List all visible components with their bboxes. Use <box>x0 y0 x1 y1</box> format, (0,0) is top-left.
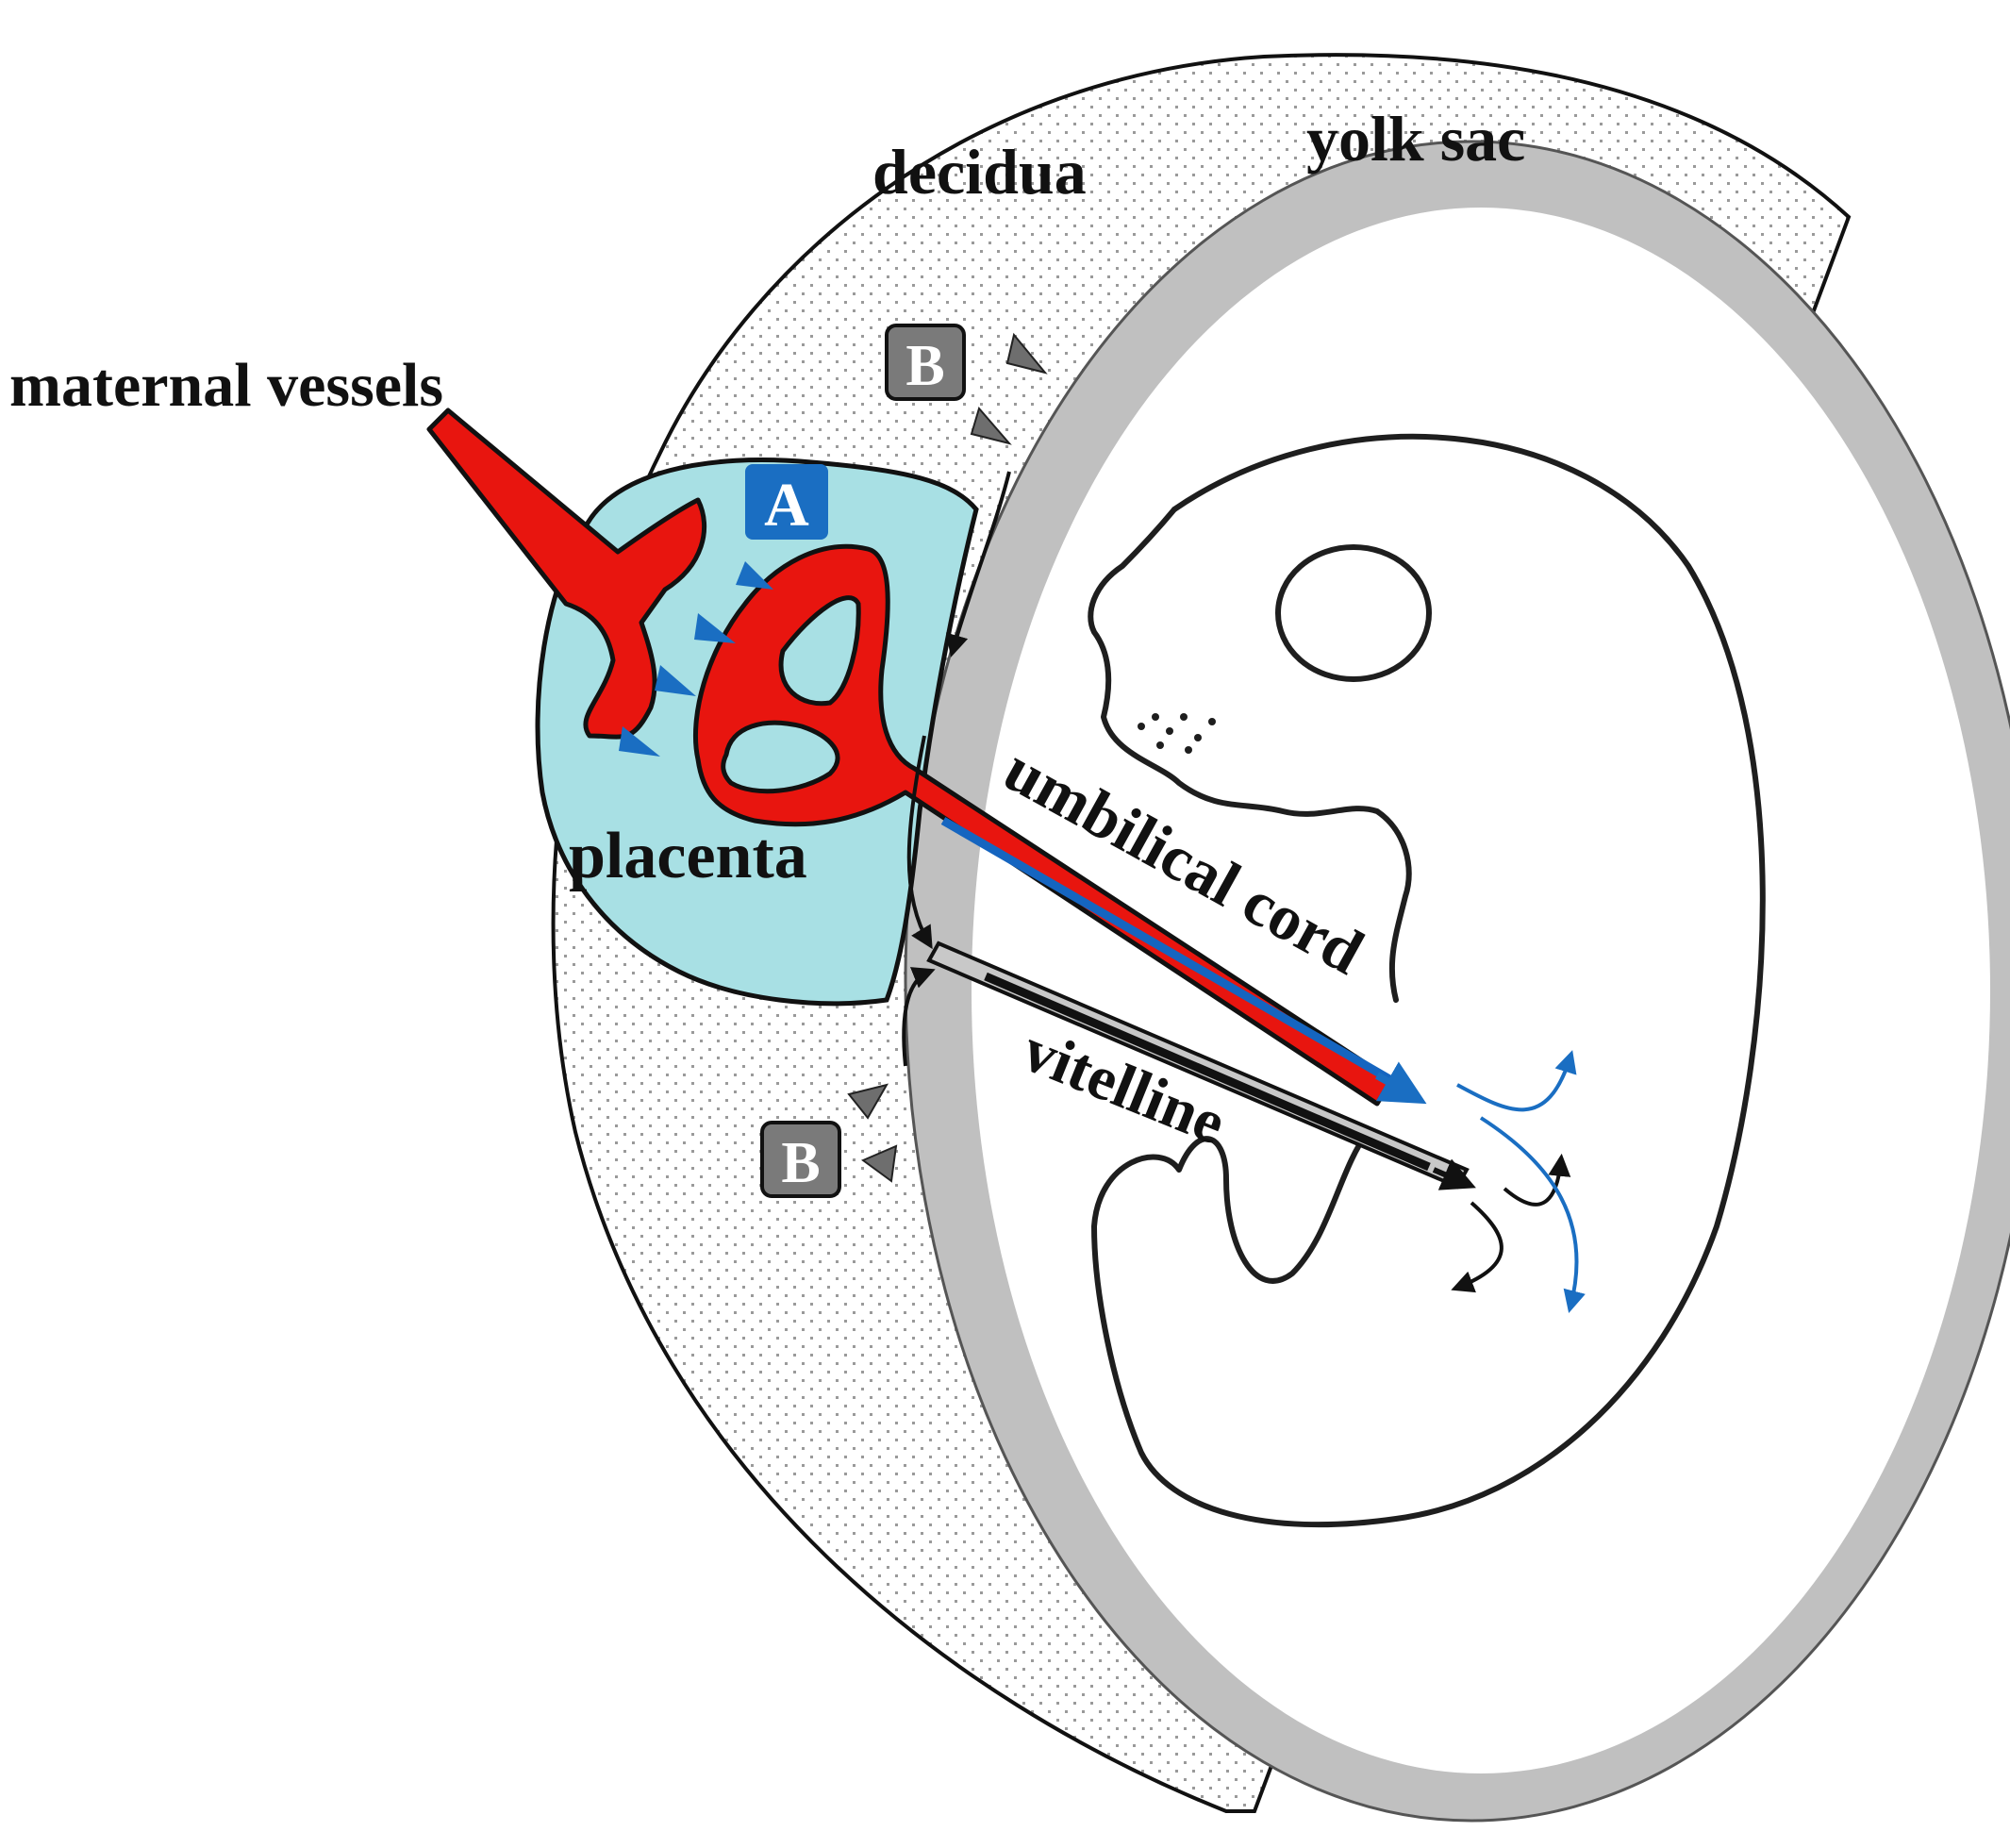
badge-a: A <box>745 464 828 540</box>
flow-arrows-black <box>902 471 1571 1293</box>
badge-b-bottom-label: B <box>781 1131 820 1195</box>
label-maternal-vessels: maternal vessels <box>9 351 443 420</box>
label-decidua: decidua <box>872 136 1087 208</box>
fetal-loop-hole-2 <box>721 720 840 794</box>
arrowheads-a <box>619 561 773 757</box>
label-yolk-sac: yolk sac <box>1306 103 1525 175</box>
yolk-sac-cavity <box>972 208 1990 1773</box>
umbilical-fetal-blue-vessel <box>940 817 1394 1084</box>
embryo-outline <box>1088 433 1766 1528</box>
arrowheads-b <box>847 332 1048 1183</box>
flow-arrows-blue <box>1456 1050 1586 1313</box>
badge-b-top: B <box>885 324 966 401</box>
umbilical-cord-red <box>693 543 1394 1107</box>
badge-a-label: A <box>764 471 809 540</box>
badge-b-bottom: B <box>760 1121 841 1198</box>
fetal-loop-hole-1 <box>778 595 861 707</box>
embryo-dots <box>1138 713 1216 754</box>
maternal-vessels <box>426 408 706 740</box>
umbilical-blue-arrow <box>1375 1061 1427 1105</box>
badge-b-top-label: B <box>905 334 944 398</box>
fetal-vessels <box>693 543 1427 1107</box>
vitelline-vessel <box>926 941 1476 1190</box>
label-placenta: placenta <box>569 820 807 892</box>
